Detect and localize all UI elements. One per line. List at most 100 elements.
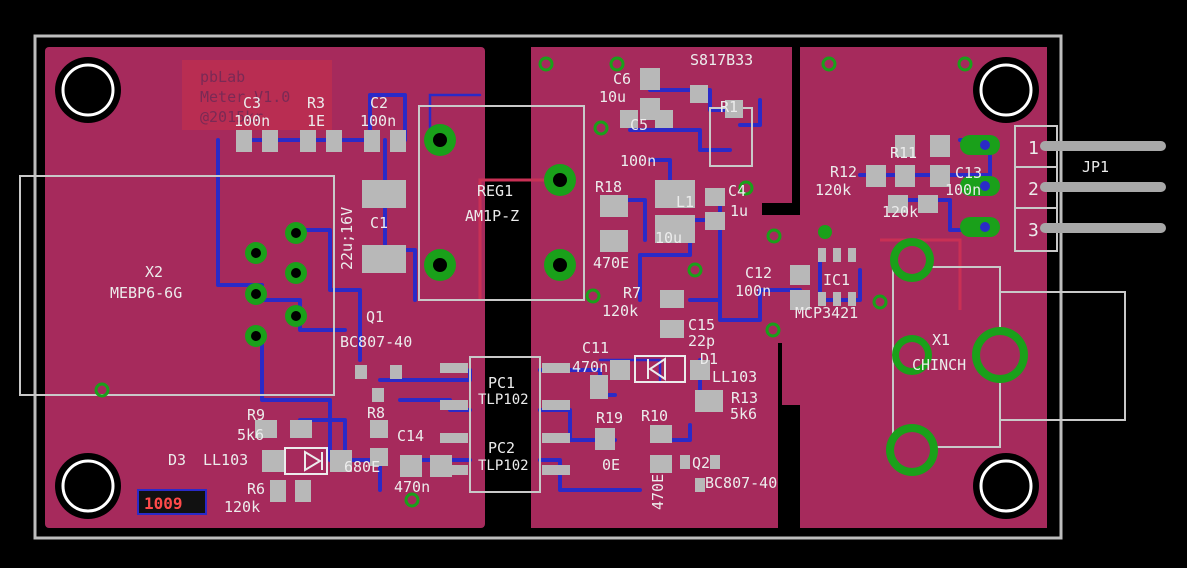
label-c5-value: 100n [620, 152, 656, 170]
label-r8: R8 [367, 404, 385, 422]
label-c1: C1 [370, 214, 388, 232]
label-r13: R13 [731, 389, 758, 407]
label-r7: R7 [623, 284, 641, 302]
diode-symbols [284, 355, 686, 475]
label-d3-value: LL103 [203, 451, 248, 469]
label-r18: R18 [595, 178, 622, 196]
small-vias [94, 56, 973, 508]
ghost-text-1: pbLab [200, 68, 245, 86]
mounting-hole-bottom-left [55, 453, 121, 519]
through-hole-pads [245, 124, 1028, 476]
jp1-pin-1 [1040, 141, 1166, 151]
label-c2: C2 [370, 94, 388, 112]
label-c1-value: 22u;16V [338, 207, 356, 270]
label-q2: Q2 [692, 454, 710, 472]
label-l1: L1 [676, 193, 694, 211]
label-r1: R1 [720, 98, 738, 116]
label-c3: C3 [243, 94, 261, 112]
label-c5: C5 [630, 116, 648, 134]
label-c13-value: 100n [945, 181, 981, 199]
label-x1: X1 [932, 331, 950, 349]
label-c11-value: 470n [572, 358, 608, 376]
label-r12-value: 120k [815, 181, 851, 199]
label-c15: C15 [688, 316, 715, 334]
label-c12-value: 100n [735, 282, 771, 300]
logo-1009: 1009 [137, 489, 207, 515]
mounting-hole-top-left [55, 57, 121, 123]
label-r12: R12 [830, 163, 857, 181]
pc-outline [469, 356, 541, 493]
mounting-hole-top-right [973, 57, 1039, 123]
mounting-hole-bottom-right [973, 453, 1039, 519]
label-r13-value: 5k6 [730, 405, 757, 423]
label-r7-value: 120k [602, 302, 638, 320]
label-r3: R3 [307, 94, 325, 112]
copper-pour-middle [531, 47, 792, 528]
label-reg1: REG1 [477, 182, 513, 200]
label-c4: C4 [728, 182, 746, 200]
label-r18-value: 470E [593, 254, 629, 272]
label-pc2-value: TLP102 [478, 458, 529, 474]
ghost-text-2: Meter V1.0 [200, 88, 290, 106]
x2-outline [19, 175, 335, 396]
svg-text:1009: 1009 [144, 494, 183, 513]
label-pc1: PC1 [488, 374, 515, 392]
d1-diode-icon [648, 357, 666, 381]
board-outline [33, 34, 1063, 540]
label-r19: R19 [596, 409, 623, 427]
label-c13: C13 [955, 164, 982, 182]
label-c14: C14 [397, 427, 424, 445]
label-l1-value: 10u [655, 229, 682, 247]
component-labels: C3 100n R3 1E C2 100n C1 22u;16V X2 MEBP… [110, 51, 1109, 516]
label-d3: D3 [168, 451, 186, 469]
label-q2-value: BC807-40 [705, 474, 777, 492]
label-c12: C12 [745, 264, 772, 282]
ghost-logo-block: pbLab Meter V1.0 @2015kr [182, 60, 332, 130]
label-d1-value: LL103 [712, 368, 757, 386]
label-reg1-value: AM1P-Z [465, 207, 519, 225]
label-jp1-pin-2: 2 [1028, 179, 1039, 200]
label-r6: R6 [247, 480, 265, 498]
label-c4-value: 1u [730, 202, 748, 220]
jp1-pin-2 [1040, 182, 1166, 192]
label-jp1: JP1 [1082, 158, 1109, 176]
label-q1: Q1 [366, 308, 384, 326]
label-x2-value: MEBP6-6G [110, 284, 182, 302]
label-c14-value: 470n [394, 478, 430, 496]
label-r9: R9 [247, 406, 265, 424]
d3-diode-icon [304, 450, 322, 472]
ghost-text-3: @2015kr [200, 108, 263, 126]
jp1-pin-3 [1040, 223, 1166, 233]
copper-pours [45, 47, 1047, 528]
jp1-pins [960, 135, 1166, 237]
label-pc1-value: TLP102 [478, 392, 529, 408]
label-r3-value: 1E [307, 112, 325, 130]
label-r6-value: 120k [224, 498, 260, 516]
label-c6-value: 10u [599, 88, 626, 106]
label-c2-value: 100n [360, 112, 396, 130]
label-r10-value: 470E [649, 474, 667, 510]
label-c3-value: 100n [234, 112, 270, 130]
label-r10: R10 [641, 407, 668, 425]
label-pc2: PC2 [488, 439, 515, 457]
label-r11: R11 [890, 144, 917, 162]
label-jp1-pin-1: 1 [1028, 138, 1039, 159]
label-q1-value: BC807-40 [340, 333, 412, 351]
label-x1-value: CHINCH [912, 356, 966, 374]
label-r8-value: 680E [344, 458, 380, 476]
label-x2: X2 [145, 263, 163, 281]
copper-pour-right [762, 47, 1047, 528]
smd-pads [236, 68, 950, 502]
label-r9-value: 5k6 [237, 426, 264, 444]
label-s817b33: S817B33 [690, 51, 753, 69]
label-d1: D1 [700, 350, 718, 368]
label-ic1: IC1 [823, 271, 850, 289]
label-r19-value: 0E [602, 456, 620, 474]
label-ic1-value: MCP3421 [795, 304, 858, 322]
label-r11-value: 120k [882, 203, 918, 221]
reg1-outline [418, 105, 585, 301]
mounting-holes [55, 57, 1039, 519]
label-c11: C11 [582, 339, 609, 357]
label-c6: C6 [613, 70, 631, 88]
